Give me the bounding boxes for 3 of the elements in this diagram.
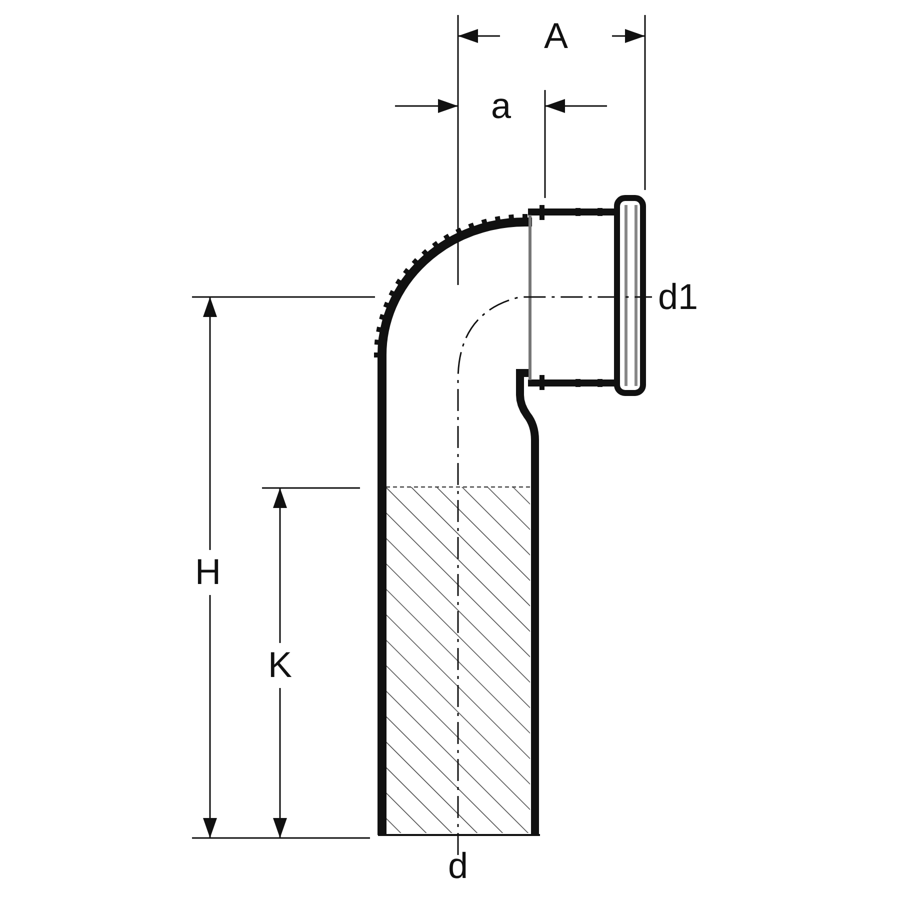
dimension-label: a	[490, 88, 512, 124]
dimension-label: d	[446, 848, 470, 884]
dimension-label: d1	[656, 279, 700, 315]
